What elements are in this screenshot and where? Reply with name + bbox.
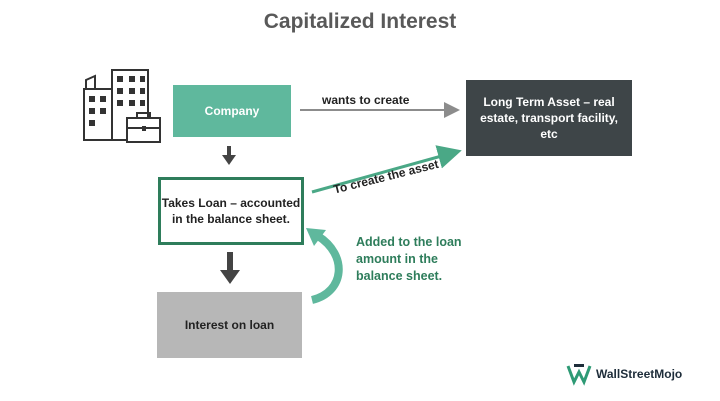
wallstreetmojo-logo-icon [566, 364, 592, 386]
company-box: Company [173, 85, 291, 137]
long-term-asset-box: Long Term Asset – real estate, transport… [466, 80, 632, 156]
logo-text: WallStreetMojo [596, 367, 683, 381]
takes-loan-box: Takes Loan – accounted in the balance sh… [158, 177, 304, 245]
arrow-company-to-loan [222, 146, 236, 165]
wants-to-create-label: wants to create [322, 93, 410, 107]
interest-on-loan-box: Interest on loan [157, 292, 302, 358]
arrow-loan-to-interest [220, 252, 240, 284]
diagram-title: Capitalized Interest [263, 10, 457, 33]
arrow-loan-to-asset [311, 145, 462, 194]
wallstreetmojo-logo: WallStreetMojo [566, 362, 682, 386]
arrow-interest-to-loan [310, 232, 343, 304]
added-to-loan-label: Added to the loan amount in the balance … [356, 235, 462, 283]
